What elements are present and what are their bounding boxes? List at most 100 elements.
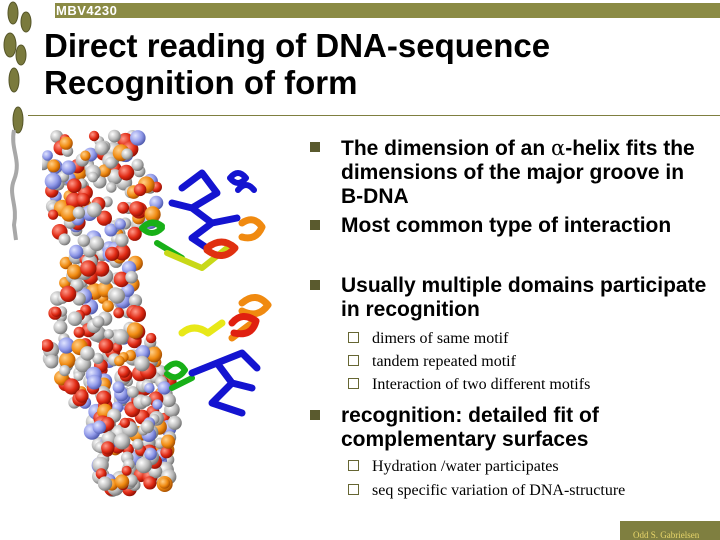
atom-sphere [135,345,151,360]
sub-bullet-text: Interaction of two different motifs [372,376,591,393]
square-bullet-icon [310,410,320,420]
atom-sphere [128,294,143,308]
atom-sphere [144,447,157,461]
bullet-text: Usually multiple domains participate in … [341,274,707,321]
atom-sphere [60,285,77,302]
atom-sphere [140,420,154,434]
atom-sphere [96,210,112,226]
atom-sphere [69,244,84,259]
square-bullet-icon [310,142,320,152]
atom-sphere [58,337,75,354]
atom-sphere [63,378,80,395]
atom-sphere [106,182,117,193]
checkbox-bullet-icon [348,355,359,366]
atom-sphere [88,130,100,142]
atom-sphere [73,371,84,382]
atom-sphere [158,477,171,489]
atom-sphere [119,417,130,428]
atom-sphere [130,130,146,146]
atom-sphere [75,389,89,403]
title-divider [28,115,720,116]
alpha-symbol: α [551,136,566,160]
atom-sphere [161,434,176,449]
atom-sphere [115,233,129,247]
atom-sphere [108,129,121,143]
protein-dna-complex-illustration [42,129,272,497]
atom-sphere [80,150,91,161]
atom-sphere [59,365,71,377]
atom-sphere [96,390,112,406]
atom-sphere [42,339,54,352]
atom-sphere [135,457,152,474]
atom-sphere [93,261,110,277]
atom-sphere [77,234,90,247]
atom-sphere [104,223,118,237]
atom-sphere [94,141,109,156]
atom-sphere [167,415,182,430]
atom-sphere [121,465,132,476]
atom-sphere [114,218,126,230]
atom-sphere [47,209,59,220]
atom-sphere [59,351,76,369]
bullet-text-suffix: -helix fits the dimensions of the major … [341,137,695,208]
atom-sphere [42,150,53,161]
atom-sphere [117,201,130,214]
atom-sphere [112,342,123,353]
atom-sphere [60,205,78,222]
checkbox-bullet-icon [348,378,359,389]
square-bullet-icon [310,220,320,230]
atom-sphere [105,246,120,261]
atom-sphere [140,395,152,407]
atom-sphere [160,446,173,459]
atom-sphere [44,172,62,190]
course-code: MBV4230 [56,3,118,18]
atom-sphere [92,420,106,434]
sub-bullet-text: dimers of same motif [372,330,509,347]
atom-sphere [144,382,155,394]
atom-sphere [134,355,150,372]
atom-sphere [133,183,147,197]
atom-sphere [80,346,95,361]
atom-sphere [121,148,133,160]
atom-sphere [129,201,145,217]
atom-sphere [117,365,130,378]
atom-sphere [92,315,105,328]
atom-sphere [125,270,138,284]
title-line-1: Direct reading of DNA-sequence [44,27,551,64]
atom-sphere [161,393,176,408]
atom-sphere [129,305,146,323]
atom-sphere [87,171,99,183]
atom-sphere [145,332,157,344]
atom-sphere [132,438,144,450]
atom-sphere [59,136,73,150]
atom-sphere [59,256,73,270]
atom-sphere [143,476,157,490]
atom-sphere [144,206,161,223]
bullet-text: recognition: detailed fit of complementa… [341,404,599,451]
atom-sphere [66,264,82,280]
atom-sphere [89,236,105,252]
atom-sphere [86,202,102,218]
atom-sphere [72,206,86,219]
atom-sphere [104,156,117,169]
atom-sphere [131,158,144,171]
atom-sphere [58,233,71,246]
bullet-text-prefix: The dimension of an [341,137,552,160]
atom-sphere [118,164,135,181]
bullet-text: The dimension of an α-helix fits the dim… [341,136,711,209]
atom-sphere [47,159,61,173]
atom-sphere [103,329,114,339]
sub-bullet-text: tandem repeated motif [372,353,516,370]
atom-sphere [92,352,104,365]
atom-sphere [67,178,82,193]
atom-sphere [97,476,113,491]
atom-sphere [113,433,131,450]
atom-sphere [92,456,109,474]
checkbox-bullet-icon [348,460,359,471]
atom-sphere [112,329,129,345]
bullet-text: Most common type of interaction [341,214,672,237]
atom-sphere [112,381,125,394]
atom-sphere [113,307,125,319]
atom-sphere [61,160,76,175]
atom-sphere [73,326,85,338]
